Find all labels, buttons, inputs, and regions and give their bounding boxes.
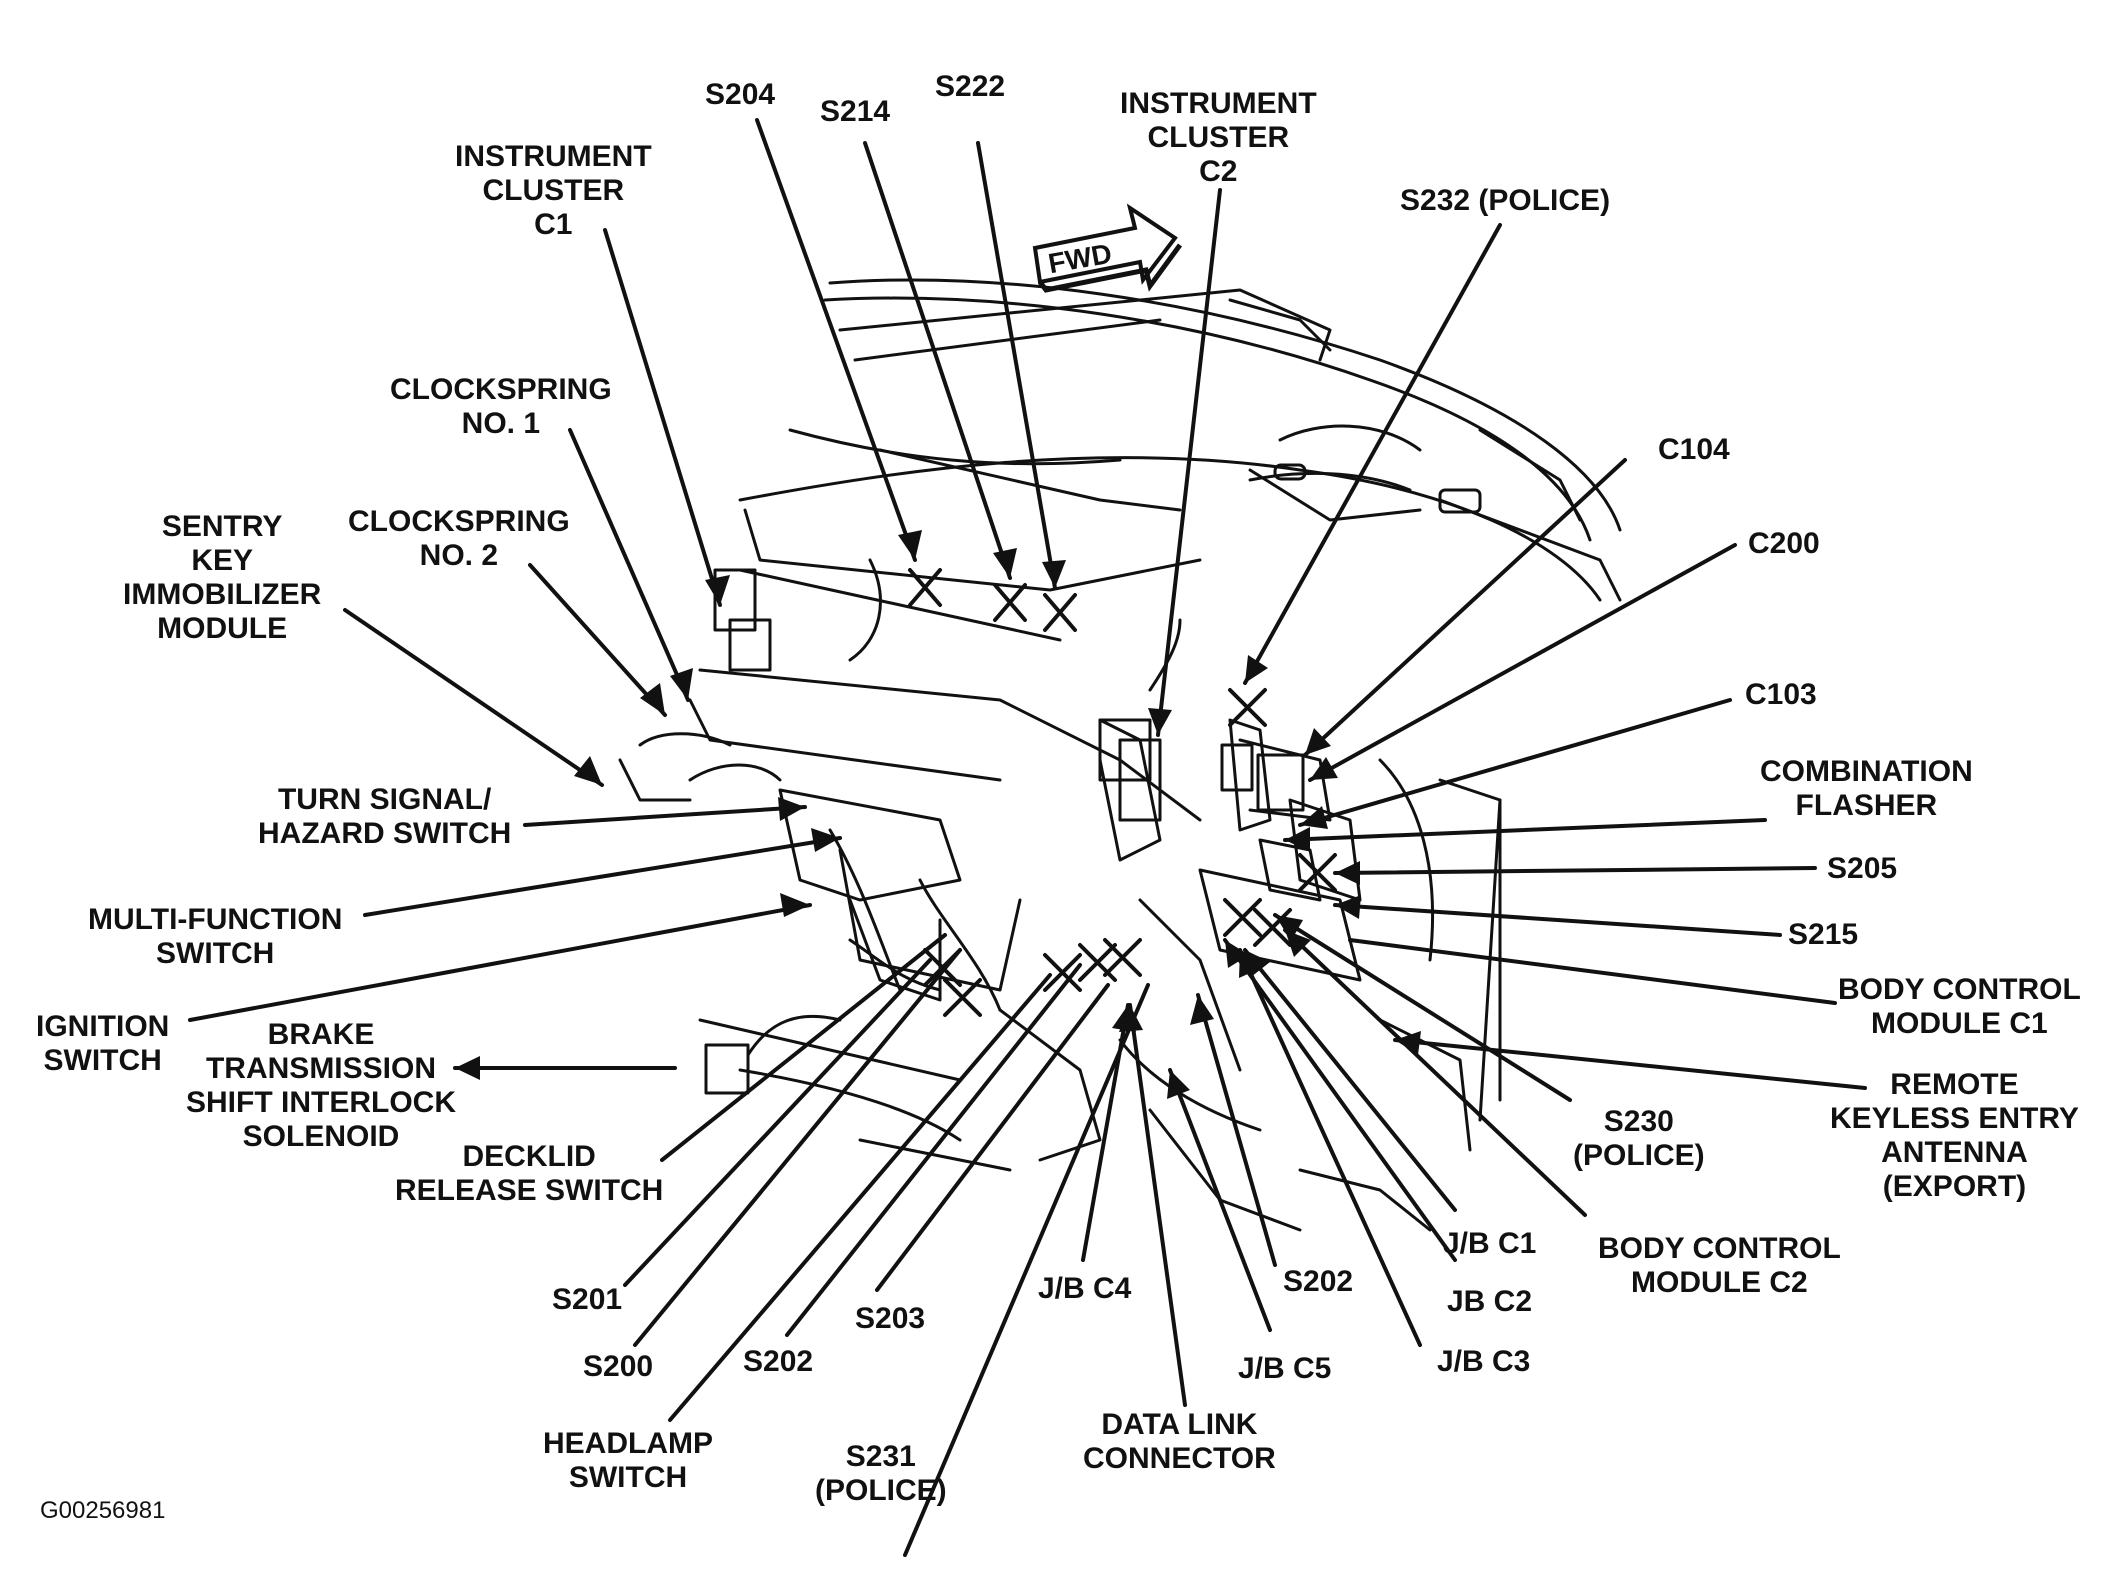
label-jb-c4: J/B C4	[1038, 1272, 1132, 1305]
label-body-control-module-c1: BODY CONTROL MODULE C1	[1838, 973, 2081, 1040]
windshield-outline	[823, 278, 1622, 602]
label-combination-flasher: COMBINATION FLASHER	[1760, 755, 1973, 822]
splice-markers	[908, 568, 1337, 1017]
label-clockspring-no1: CLOCKSPRING NO. 1	[390, 373, 612, 440]
label-ignition-switch: IGNITION SWITCH	[36, 1010, 170, 1077]
label-s204: S204	[705, 78, 776, 111]
label-s222: S222	[935, 70, 1006, 103]
label-jb-c5: J/B C5	[1238, 1352, 1332, 1385]
figure-id: G00256981	[40, 1497, 166, 1524]
cluster-connectors	[713, 568, 1305, 822]
label-instrument-cluster-c2: INSTRUMENT CLUSTER C2	[1120, 87, 1317, 188]
label-c200: C200	[1748, 527, 1820, 560]
label-s205: S205	[1827, 852, 1898, 885]
arrowheads	[455, 530, 1421, 1099]
label-s232-police: S232 (POLICE)	[1400, 184, 1611, 217]
label-s202-left: S202	[743, 1345, 814, 1378]
label-brake-transmission-shift-interlock-solenoid: BRAKE TRANSMISSION SHIFT INTERLOCK SOLEN…	[186, 1018, 456, 1153]
label-s201: S201	[552, 1283, 623, 1316]
label-data-link-connector: DATA LINK CONNECTOR	[1083, 1408, 1276, 1475]
label-s203: S203	[855, 1302, 926, 1335]
label-jb-c3: J/B C3	[1437, 1345, 1531, 1378]
upper-dash-outline	[738, 424, 1602, 662]
center-console-outline	[688, 668, 1502, 1232]
steering-column-outline	[618, 732, 1002, 1095]
label-multi-function-switch: MULTI-FUNCTION SWITCH	[88, 903, 343, 970]
label-s231-police: S231 (POLICE)	[815, 1440, 947, 1507]
label-clockspring-no2: CLOCKSPRING NO. 2	[348, 505, 570, 572]
label-instrument-cluster-c1: INSTRUMENT CLUSTER C1	[455, 140, 652, 241]
label-headlamp-switch: HEADLAMP SWITCH	[543, 1427, 713, 1494]
label-s214: S214	[820, 95, 891, 128]
label-c103: C103	[1745, 678, 1817, 711]
label-s202-right: S202	[1283, 1265, 1354, 1298]
label-turn-signal-hazard-switch: TURN SIGNAL/ HAZARD SWITCH	[258, 783, 512, 850]
leader-lines	[188, 118, 1867, 1557]
label-remote-keyless-entry-antenna: REMOTE KEYLESS ENTRY ANTENNA (EXPORT)	[1830, 1068, 2079, 1203]
label-jb-c1: J/B C1	[1443, 1227, 1537, 1260]
label-s215: S215	[1788, 918, 1859, 951]
label-jb-c2: JB C2	[1447, 1285, 1533, 1318]
fwd-arrow-icon: FWD	[1032, 203, 1183, 293]
label-s230-police: S230 (POLICE)	[1573, 1105, 1705, 1172]
label-body-control-module-c2: BODY CONTROL MODULE C2	[1598, 1232, 1841, 1299]
label-sentry-key-immobilizer-module: SENTRY KEY IMMOBILIZER MODULE	[123, 510, 322, 645]
label-decklid-release-switch: DECKLID RELEASE SWITCH	[395, 1140, 664, 1207]
label-s200: S200	[583, 1350, 654, 1383]
label-c104: C104	[1658, 433, 1730, 466]
